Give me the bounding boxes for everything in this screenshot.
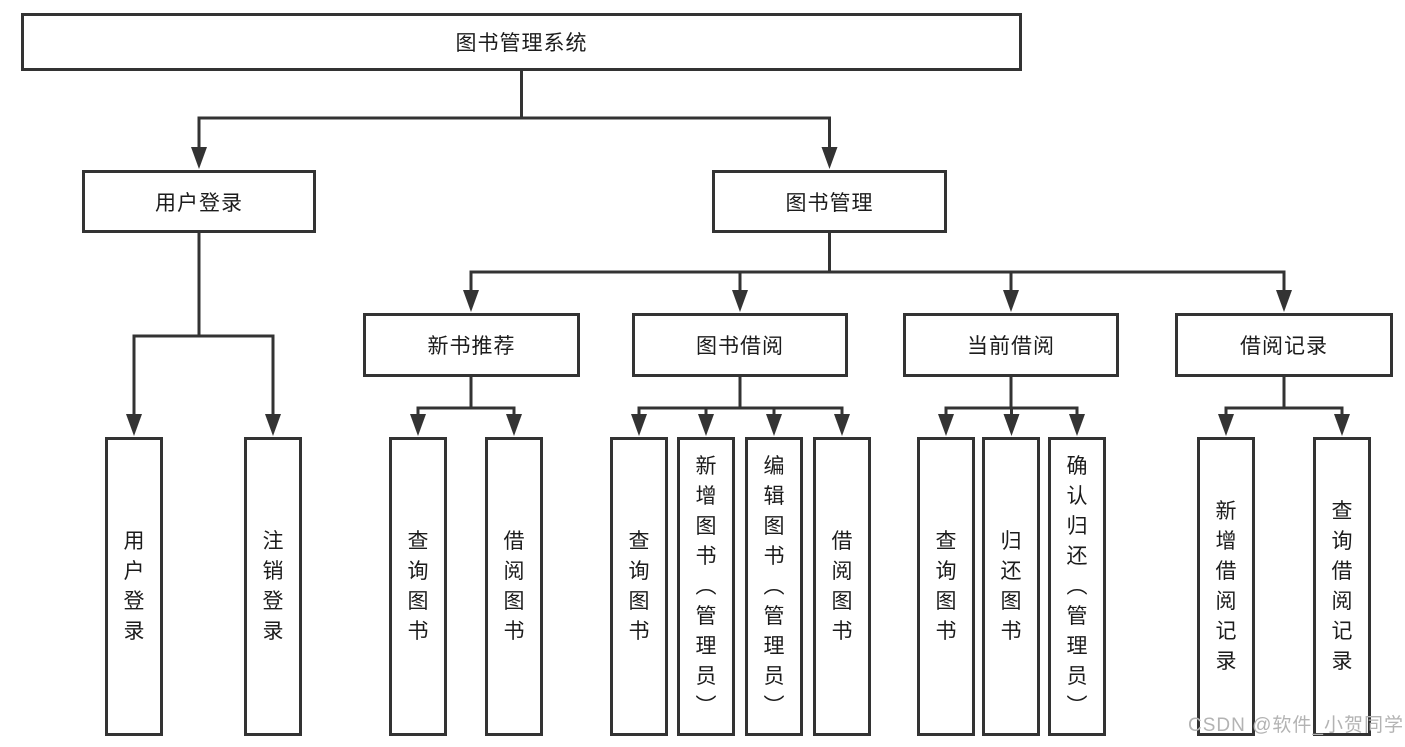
- vertical-label-char: 录: [1215, 649, 1237, 673]
- vertical-label-char: 查: [935, 529, 957, 553]
- vertical-label-char: 新: [695, 454, 717, 478]
- vertical-label-char: 员: [1066, 664, 1088, 688]
- vertical-label-char: ︵: [1066, 574, 1088, 598]
- vertical-label-char: 归: [1066, 514, 1088, 538]
- vertical-label-char: ︶: [1066, 694, 1088, 718]
- vertical-label-char: 查: [628, 529, 650, 553]
- vertical-label-char: 借: [831, 529, 853, 553]
- vertical-label-char: 书: [503, 619, 525, 643]
- vertical-label-char: 查: [1331, 499, 1353, 523]
- vertical-label-char: 新: [1215, 499, 1237, 523]
- vertical-label-char: 图: [407, 589, 429, 613]
- vertical-label-char: 理: [1066, 634, 1088, 658]
- vertical-label-char: 认: [1066, 484, 1088, 508]
- leaf-borrow-search-books: 查询图书: [610, 437, 668, 736]
- vertical-label-char: 询: [935, 559, 957, 583]
- csdn-watermark: CSDN @软件_小贺同学: [1188, 715, 1404, 736]
- leaf-logout: 注销登录: [244, 437, 302, 736]
- leaf-user-login: 用户登录: [105, 437, 163, 736]
- vertical-label-char: ︶: [763, 694, 785, 718]
- vertical-label-char: 记: [1215, 619, 1237, 643]
- vertical-label-char: ︶: [695, 694, 717, 718]
- leaf-recommend-search-books: 查询图书: [389, 437, 447, 736]
- leaf-return-books: 归还图书: [982, 437, 1040, 736]
- arrowheads: [126, 147, 1350, 436]
- vertical-label-char: 用: [123, 529, 145, 553]
- vertical-label-char: 阅: [503, 559, 525, 583]
- vertical-label-char: 书: [407, 619, 429, 643]
- vertical-label-char: 员: [695, 664, 717, 688]
- vertical-label-char: 询: [407, 559, 429, 583]
- vertical-label-char: 图: [935, 589, 957, 613]
- vertical-label-char: 确: [1066, 454, 1088, 478]
- vertical-label-char: 图: [503, 589, 525, 613]
- vertical-label-char: 询: [628, 559, 650, 583]
- vertical-label-char: ︵: [695, 574, 717, 598]
- leaf-borrow-books: 借阅图书: [813, 437, 871, 736]
- vertical-label-char: 书: [1000, 619, 1022, 643]
- vertical-label-char: 编: [763, 454, 785, 478]
- vertical-label-char: 增: [1215, 529, 1237, 553]
- vertical-label-char: 书: [935, 619, 957, 643]
- vertical-label-char: 借: [1215, 559, 1237, 583]
- node-new-book-recommend: 新书推荐: [363, 313, 580, 377]
- vertical-label-char: 理: [695, 634, 717, 658]
- vertical-label-char: 书: [763, 544, 785, 568]
- leaf-confirm-return-admin: 确认归还 ︵ 管理员 ︶: [1048, 437, 1106, 736]
- vertical-label-char: 阅: [1331, 589, 1353, 613]
- vertical-label-char: 增: [695, 484, 717, 508]
- node-book-management: 图书管理: [712, 170, 947, 233]
- vertical-label-char: 书: [831, 619, 853, 643]
- node-book-borrow: 图书借阅: [632, 313, 848, 377]
- vertical-label-char: 登: [262, 589, 284, 613]
- node-current-borrow: 当前借阅: [903, 313, 1119, 377]
- vertical-label-char: 录: [262, 619, 284, 643]
- vertical-label-char: 户: [123, 559, 145, 583]
- vertical-label-char: 书: [628, 619, 650, 643]
- vertical-label-char: 员: [763, 664, 785, 688]
- vertical-label-char: 理: [763, 634, 785, 658]
- leaf-add-books-admin: 新增图书 ︵ 管理员 ︶: [677, 437, 735, 736]
- vertical-label-char: 图: [831, 589, 853, 613]
- vertical-label-char: 销: [262, 559, 284, 583]
- vertical-label-char: 录: [1331, 649, 1353, 673]
- vertical-label-char: ︵: [763, 574, 785, 598]
- vertical-label-char: 还: [1000, 559, 1022, 583]
- vertical-label-char: 图: [763, 514, 785, 538]
- vertical-label-char: 管: [763, 604, 785, 628]
- vertical-label-char: 图: [695, 514, 717, 538]
- vertical-label-char: 辑: [763, 484, 785, 508]
- vertical-label-char: 图: [628, 589, 650, 613]
- node-library-system: 图书管理系统: [21, 13, 1022, 71]
- vertical-label-char: 录: [123, 619, 145, 643]
- vertical-label-char: 借: [1331, 559, 1353, 583]
- vertical-label-char: 还: [1066, 544, 1088, 568]
- vertical-label-char: 阅: [831, 559, 853, 583]
- vertical-label-char: 阅: [1215, 589, 1237, 613]
- node-user-login: 用户登录: [82, 170, 316, 233]
- vertical-label-char: 书: [695, 544, 717, 568]
- vertical-label-char: 管: [1066, 604, 1088, 628]
- vertical-label-char: 注: [262, 529, 284, 553]
- vertical-label-char: 查: [407, 529, 429, 553]
- node-borrow-records: 借阅记录: [1175, 313, 1393, 377]
- vertical-label-char: 管: [695, 604, 717, 628]
- vertical-label-char: 图: [1000, 589, 1022, 613]
- vertical-label-char: 登: [123, 589, 145, 613]
- leaf-search-borrow-record: 查询借阅记录: [1313, 437, 1371, 736]
- vertical-label-char: 借: [503, 529, 525, 553]
- leaf-recommend-borrow-books: 借阅图书: [485, 437, 543, 736]
- vertical-label-char: 记: [1331, 619, 1353, 643]
- vertical-label-char: 归: [1000, 529, 1022, 553]
- leaf-add-borrow-record: 新增借阅记录: [1197, 437, 1255, 736]
- leaf-current-search-books: 查询图书: [917, 437, 975, 736]
- leaf-edit-books-admin: 编辑图书 ︵ 管理员 ︶: [745, 437, 803, 736]
- vertical-label-char: 询: [1331, 529, 1353, 553]
